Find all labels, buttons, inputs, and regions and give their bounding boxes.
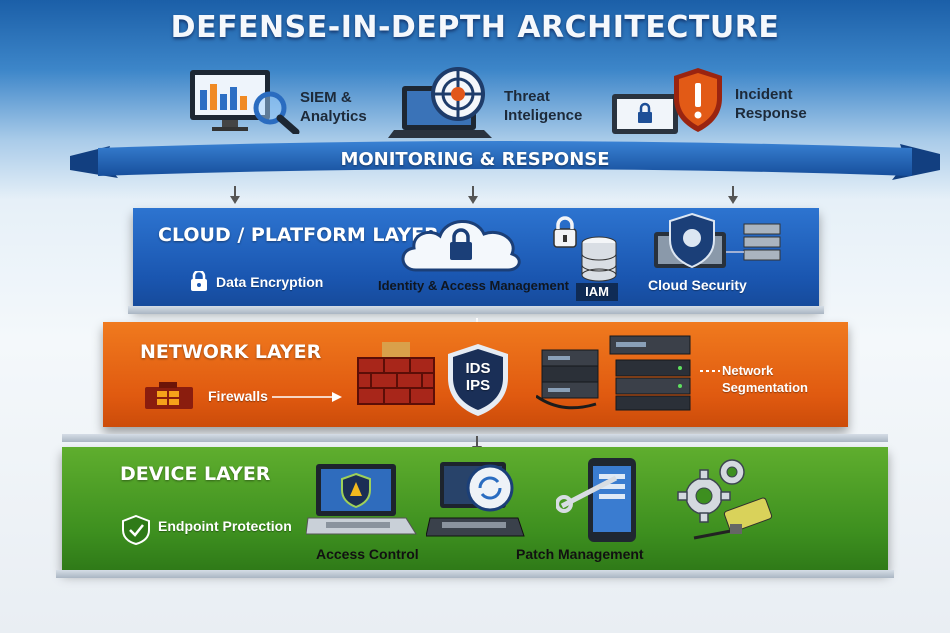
layer-shelf <box>128 306 824 314</box>
gears-usb-icon <box>670 456 790 546</box>
arrow-down-icon <box>230 186 240 204</box>
laptop-shield-icon <box>306 462 418 542</box>
shield-check-icon <box>122 515 150 545</box>
monitoring-response-label: MONITORING & RESPONSE <box>340 149 610 170</box>
arrow-down-icon <box>728 186 738 204</box>
network-layer-title: NETWORK LAYER <box>140 341 322 363</box>
monitoring-response-banner <box>70 140 940 185</box>
laptop-crosshair-icon <box>388 64 500 140</box>
shield-alert-icon <box>606 66 724 136</box>
patch-management-label: Patch Management <box>516 546 644 562</box>
arrow-down-icon <box>468 186 478 204</box>
cloud-layer-title: CLOUD / PLATFORM LAYER <box>158 224 439 246</box>
laptop-refresh-icon <box>426 458 526 544</box>
cloud-lock-icon <box>396 212 526 274</box>
identity-access-management-label: Identity & Access Management <box>378 278 569 293</box>
database-icon <box>580 236 618 282</box>
monitor-chart-magnifier-icon <box>188 68 306 134</box>
ids-ips-shield-icon <box>446 342 510 418</box>
access-control-label: Access Control <box>316 546 419 562</box>
firewall-icon <box>143 381 195 411</box>
endpoint-protection-label: Endpoint Protection <box>158 518 292 534</box>
layer-shelf <box>56 570 894 578</box>
network-servers-icon <box>536 334 692 414</box>
firewalls-label: Firewalls <box>208 388 268 404</box>
brick-firewall-icon <box>356 340 436 406</box>
iam-label: IAM <box>585 284 609 299</box>
device-layer-title: DEVICE LAYER <box>120 463 271 485</box>
lock-icon <box>190 271 208 291</box>
data-encryption-label: Data Encryption <box>216 274 324 290</box>
arrow-right-icon <box>272 392 342 402</box>
iam-tag: IAM <box>576 283 618 301</box>
siem-analytics-label: SIEM &Analytics <box>300 89 367 125</box>
layer-shelf <box>62 434 888 442</box>
cloud-security-shield-icon <box>644 212 784 274</box>
padlock-icon <box>552 216 578 248</box>
phone-wrench-icon <box>556 456 656 546</box>
diagram-title: DEFENSE-IN-DEPTH ARCHITECTURE <box>170 10 780 45</box>
cloud-security-label: Cloud Security <box>648 277 747 293</box>
dotted-connector-icon <box>700 368 720 374</box>
